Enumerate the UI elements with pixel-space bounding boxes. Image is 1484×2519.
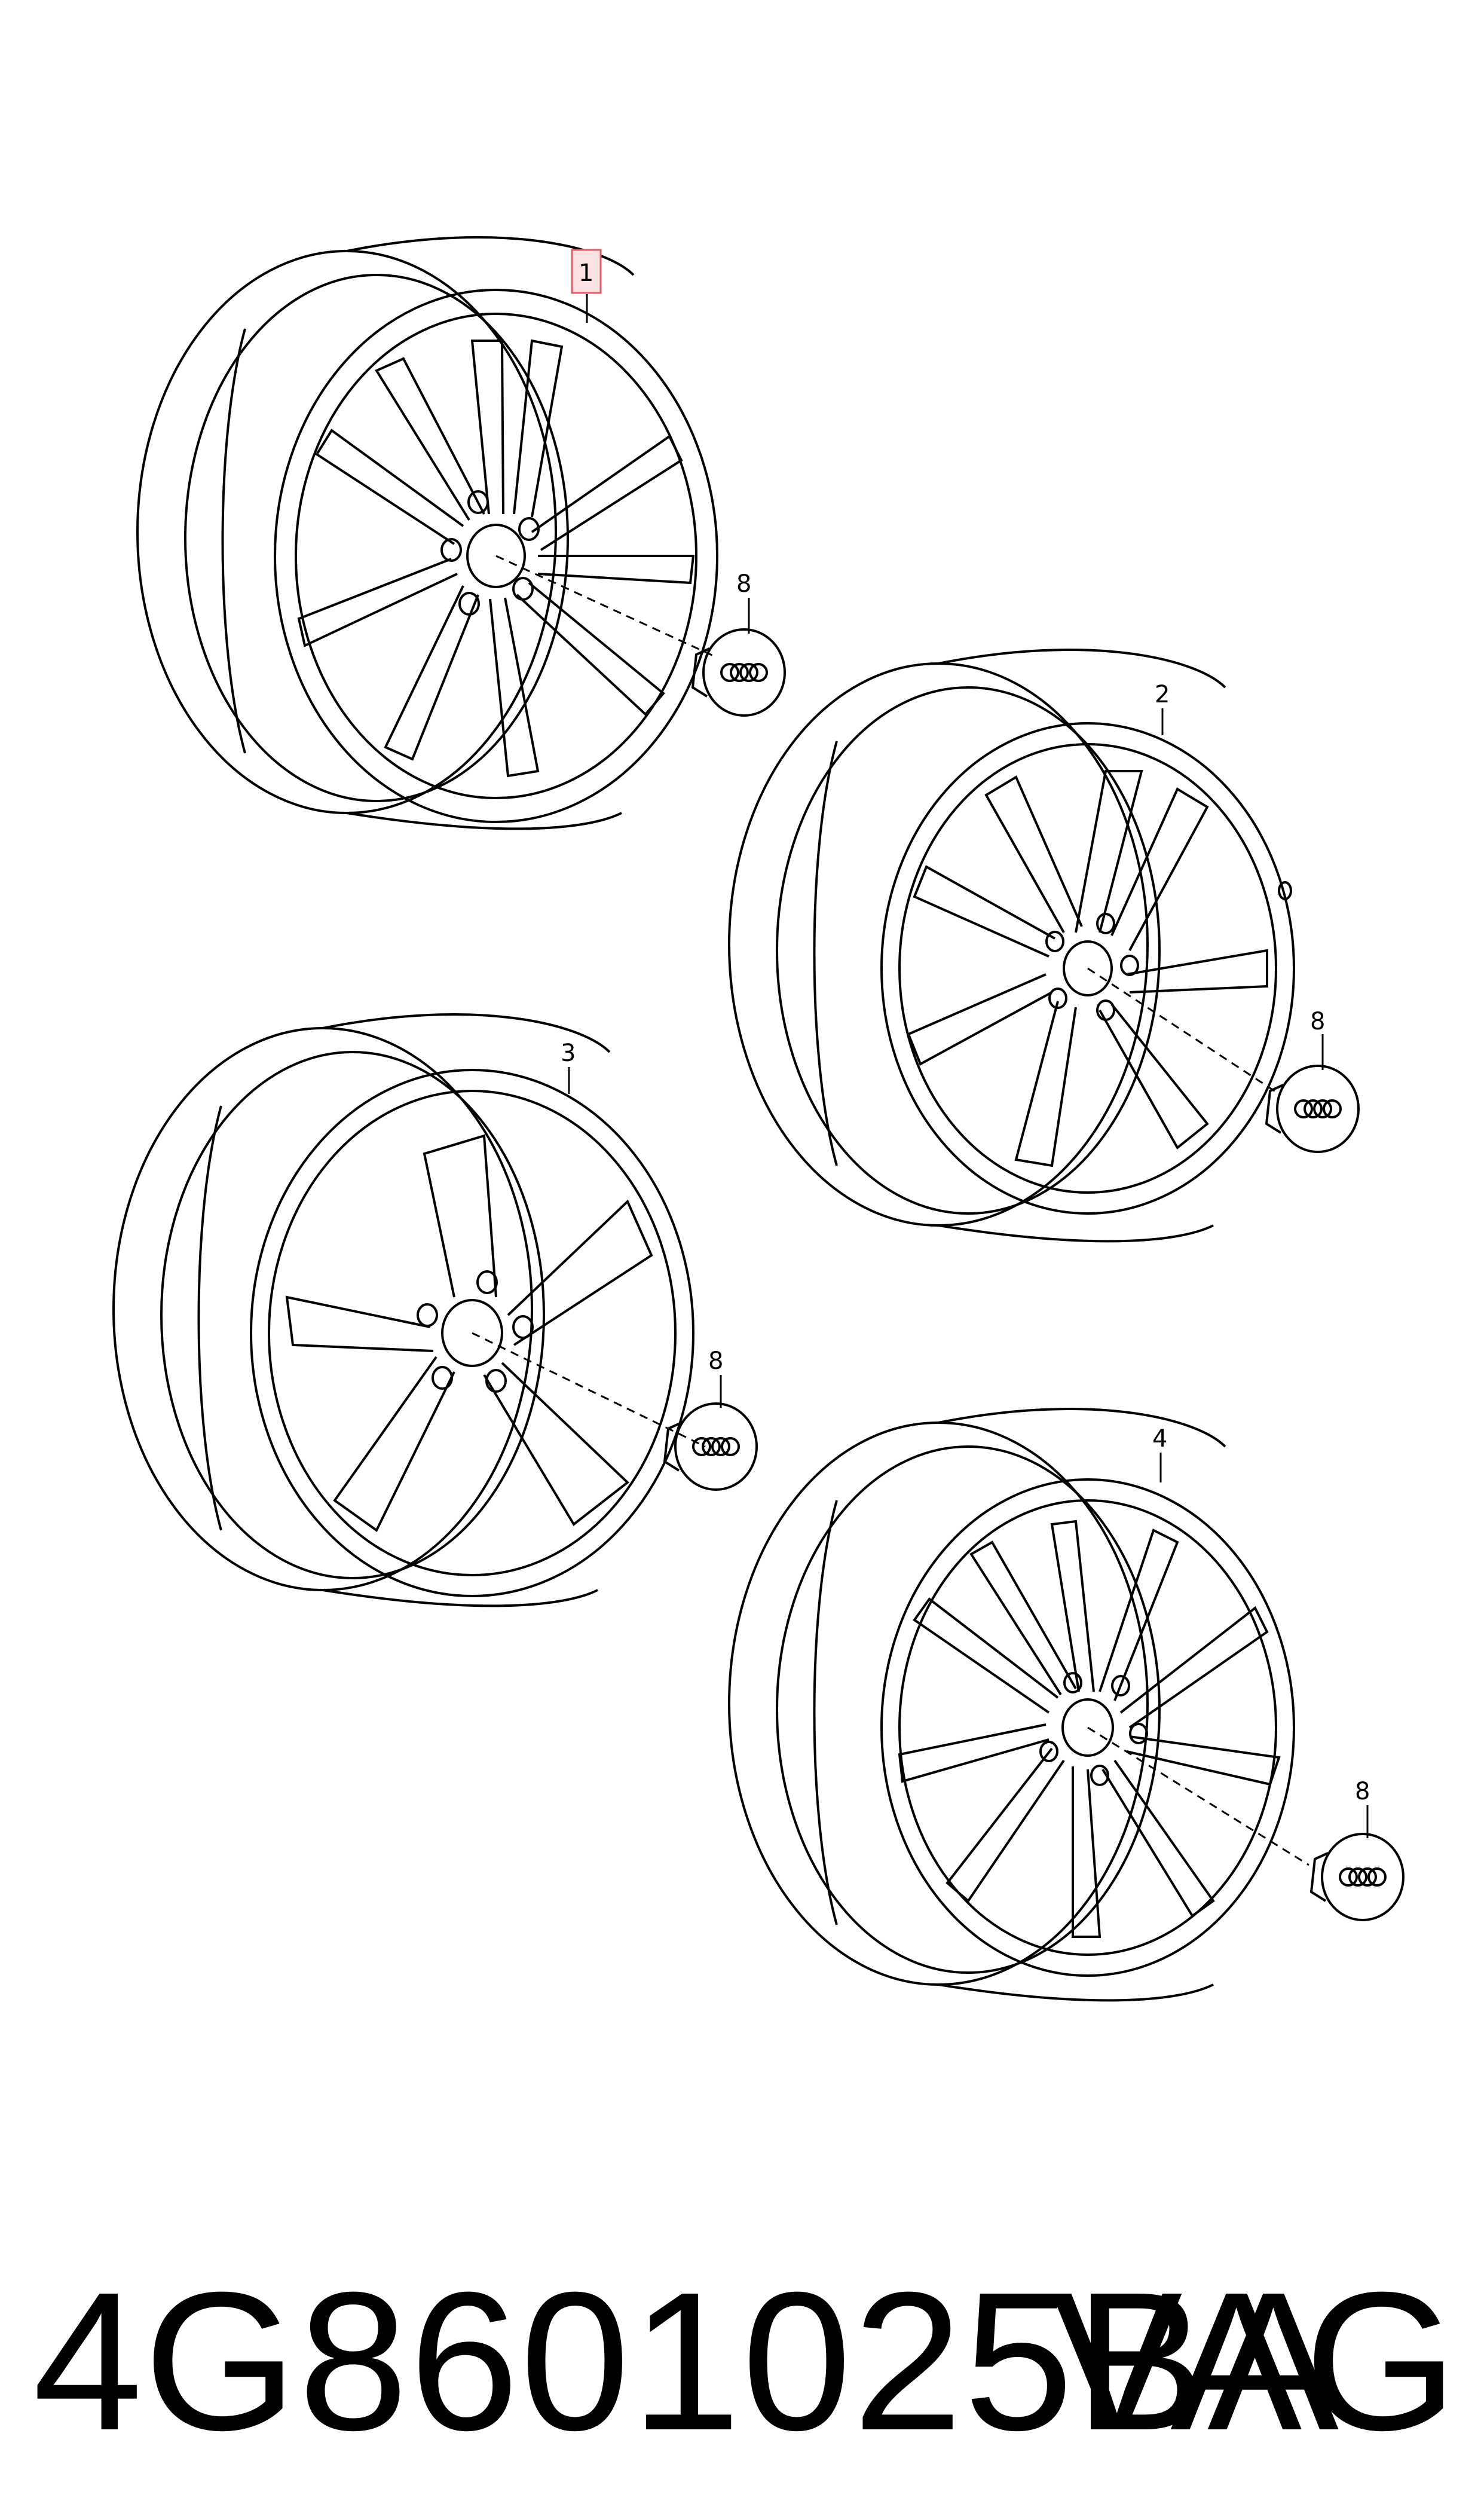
callout-highlight bbox=[571, 249, 602, 294]
callout-cap-4: 8 bbox=[1355, 1778, 1370, 1805]
brand: VAG bbox=[1051, 2251, 1460, 2471]
cap-1 bbox=[691, 628, 786, 717]
callout-4: 4 bbox=[1152, 1425, 1167, 1453]
wheel-parts-diagram: 8 1 8 2 bbox=[112, 236, 1405, 2002]
footer: 4G8601025BA VAG bbox=[0, 2236, 1484, 2487]
wheel-2 bbox=[728, 649, 1295, 1243]
callout-cap-1: 8 bbox=[736, 570, 751, 598]
callout-3: 3 bbox=[561, 1040, 576, 1067]
callout-cap-2: 8 bbox=[1310, 1008, 1325, 1035]
part-number: 4G8601025BA bbox=[33, 2251, 1341, 2471]
cap-4 bbox=[1310, 1833, 1405, 1921]
wheel-1 bbox=[136, 236, 718, 830]
cap-3 bbox=[663, 1402, 758, 1491]
callout-cap-3: 8 bbox=[708, 1347, 723, 1375]
wheel-3 bbox=[112, 1013, 706, 1607]
callout-2: 2 bbox=[1155, 681, 1170, 708]
cap-2 bbox=[1265, 1065, 1360, 1153]
callout-1: 1 bbox=[579, 259, 593, 287]
wheel-4 bbox=[728, 1408, 1309, 2002]
